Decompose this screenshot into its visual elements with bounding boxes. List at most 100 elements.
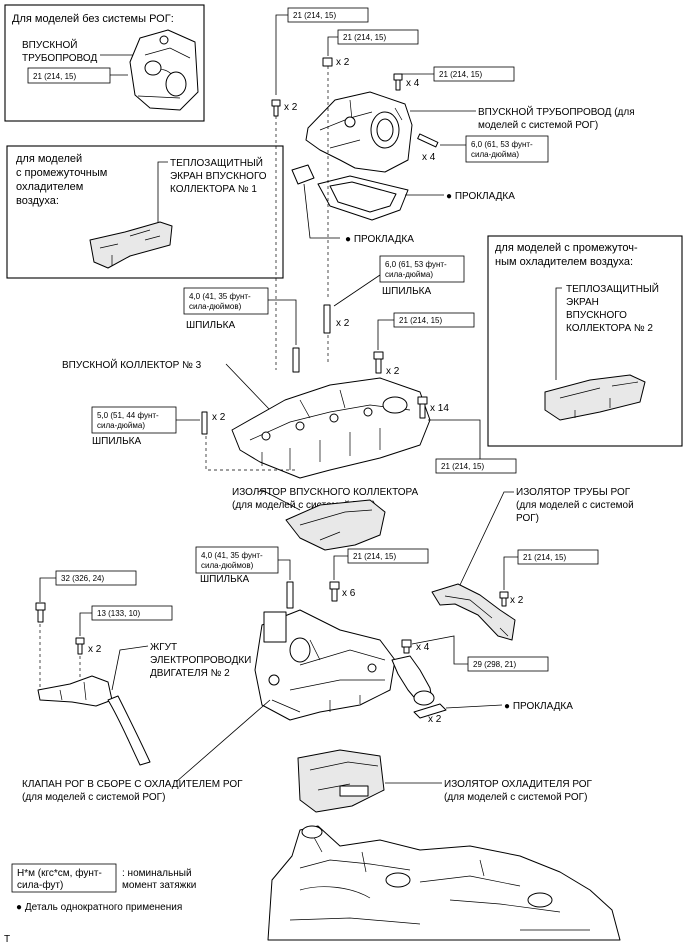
wire-harness-label-3: ДВИГАТЕЛЯ № 2 [150,668,230,679]
no-egr-label-line1: ВПУСКНОЙ [22,38,77,51]
torque-t8-line1: 5,0 (51, 44 фунт- [97,411,159,420]
stud-label-4: ШПИЛЬКА [200,574,249,585]
qty-x2-c: x 2 [336,318,350,329]
no-egr-torque: 21 (214, 15) [33,72,76,81]
ic1-part-label-1: ТЕПЛОЗАЩИТНЫЙ [170,156,263,169]
qty-x2-b: x 2 [336,57,350,68]
bolt-icon [417,396,428,419]
ic1-part-label-2: ЭКРАН ВПУСКНОГО [170,171,267,182]
bolt-icon [499,591,509,607]
qty-x2-h: x 2 [428,714,442,725]
ic2-part-label-1: ТЕПЛОЗАЩИТНЫЙ [566,282,659,295]
qty-x14: x 14 [430,403,449,414]
torque-t7: 21 (214, 15) [399,316,442,325]
intake-pipe-egr-label-2: моделей с системой РОГ) [478,120,598,131]
torque-t15: 29 (298, 21) [473,660,516,669]
legend-unit-desc-2: момент затяжки [122,880,196,891]
torque-t5-line2: сила-дюйма) [385,270,433,279]
gasket-label-1: ● ПРОКЛАДКА [446,191,515,202]
bolt-icon [393,73,403,91]
stud-icon [417,133,439,148]
egr-cooler-insulator-drawing [297,749,385,813]
t2-leader [327,36,338,56]
intercooler-1-box [6,145,284,279]
gasket-1-drawing [317,175,409,221]
stud-icon [201,411,208,435]
torque-box-t10 [195,546,279,574]
torque-t5-line1: 6,0 (61, 53 фунт- [385,260,447,269]
torque-t3: 21 (214, 15) [439,70,482,79]
legend-unit-line1: Н*м (кгс*см, фунт- [17,867,102,879]
torque-t11: 21 (214, 15) [353,552,396,561]
torque-box-t4 [465,135,549,163]
wire-harness-label-1: ЖГУТ [150,642,177,653]
torque-t10-line2: сила-дюймов) [201,561,254,570]
alignment-lines [275,66,329,370]
torque-t6-line1: 4,0 (41, 35 фунт- [189,292,251,301]
qty-x6: x 6 [342,588,356,599]
egr-pipe-insulator-drawing [431,583,516,641]
intake-manifold-3-label: ВПУСКНОЙ КОЛЛЕКТОР № 3 [62,358,202,371]
heat-shield-2-drawing [544,374,646,421]
egr-valve-label-2: (для моделей с системой РОГ) [22,792,165,803]
stud-icon [286,581,294,609]
gasket-label-2: ● ПРОКЛАДКА [345,234,414,245]
qty-x2-f: x 2 [510,595,524,606]
ic1-leader [157,161,168,225]
torque-t8-line2: сила-дюйма) [97,421,145,430]
ic1-header-4: воздуха: [16,195,59,207]
qty-x4-a: x 4 [406,78,420,89]
ic2-leader [555,287,562,380]
torque-box-t5 [379,255,465,283]
bolt-dash-left [39,624,81,690]
no-egr-torque-box [27,67,111,84]
ic2-part-label-2: ЭКРАН [566,297,599,308]
intake-pipe-egr-drawing [305,91,413,173]
torque-t2: 21 (214, 15) [343,33,386,42]
torque-box-t8 [91,406,177,434]
torque-t12: 21 (214, 15) [523,553,566,562]
manifold-insulator-label-2: (для моделей с системой РОГ) [232,500,375,511]
gasket-2-drawing [291,164,315,185]
no-egr-header: Для моделей без системы РОГ: [12,13,174,25]
engine-block-drawing [267,825,621,941]
qty-x4-b: x 4 [422,152,436,163]
torque-t14: 13 (133, 10) [97,609,140,618]
torque-box-t9 [435,458,517,474]
stud-icon [292,347,300,373]
t7-leader [377,319,394,350]
stud-label-3: ШПИЛЬКА [92,436,141,447]
stud-icon [323,304,331,334]
t1-leader [275,14,288,95]
torque-t6-line2: сила-дюймов) [189,302,242,311]
t10-leader [278,559,291,580]
t13-leader [39,577,56,602]
egr-cooler-insulator-label-1: ИЗОЛЯТОР ОХЛАДИТЕЛЯ РОГ [444,779,593,790]
torque-t13: 32 (326, 24) [61,574,104,583]
intake-pipe-egr-label-1: ВПУСКНОЙ ТРУБОПРОВОД (для [478,105,635,118]
egr-valve-drawing [254,609,396,721]
torque-t4-line1: 6,0 (61, 53 фунт- [471,140,533,149]
egr-pipe-insulator-leader [459,491,514,586]
ic1-header-3: охладителем [16,181,83,193]
egr-valve-leader [175,699,271,783]
corner-mark: T [4,934,10,945]
t11-leader [333,555,348,580]
manifold-insulator-label-1: ИЗОЛЯТОР ВПУСКНОГО КОЛЛЕКТОРА [232,487,419,498]
legend-single-use: ● Деталь однократного применения [16,902,182,913]
torque-t10-line1: 4,0 (41, 35 фунт- [201,551,263,560]
ic2-header-2: ным охладителем воздуха: [495,256,633,268]
ic2-part-label-3: ВПУСКНОГО [566,310,627,321]
bolt-icon [271,99,281,117]
stud-label-2: ШПИЛЬКА [186,320,235,331]
egr-pipe-insulator-label-1: ИЗОЛЯТОР ТРУБЫ РОГ [516,487,631,498]
wire-harness-leader [111,645,149,691]
bolt-icon [329,581,340,602]
legend-unit-desc-1: : номинальный [122,868,192,879]
no-egr-label-line2: ТРУБОПРОВОД [22,53,97,64]
heat-shield-1-drawing [89,221,173,269]
ic1-part-label-3: КОЛЛЕКТОРА № 1 [170,184,257,195]
t14-leader [79,612,92,636]
wire-harness-drawing [37,675,151,766]
